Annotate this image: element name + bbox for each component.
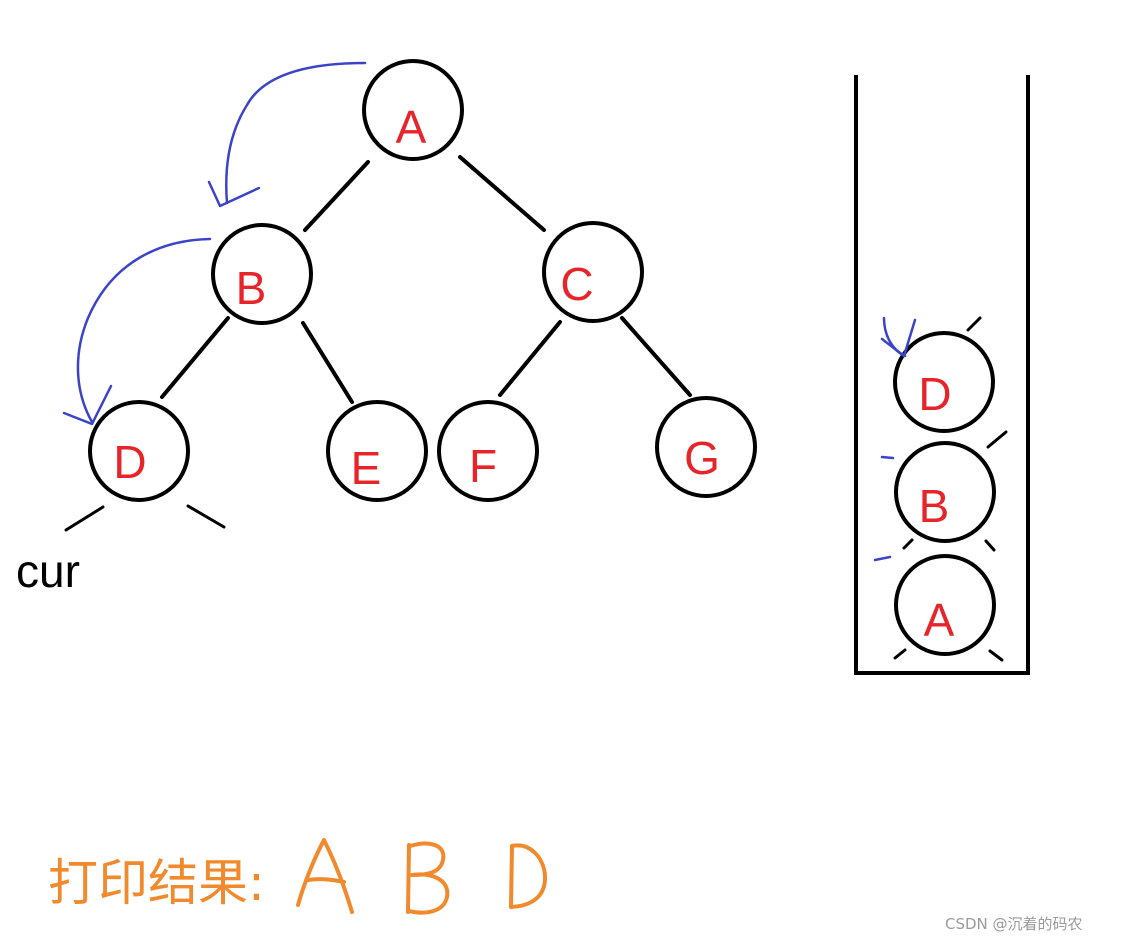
print-result-label: 打印结果: (48, 854, 265, 912)
node-circle (88, 400, 190, 502)
tree-node-a: A (362, 59, 464, 161)
edge-b-d (160, 316, 230, 399)
watermark: CSDN @沉着的码农 (945, 915, 1083, 933)
d-left-stub (64, 505, 105, 532)
arrow-a-to-b (225, 61, 367, 205)
stack-item-label: D (918, 368, 951, 420)
result-letter-a (296, 838, 354, 914)
stack-item-circle (894, 441, 996, 543)
node-circle (542, 221, 644, 323)
stack: D B A (854, 75, 1030, 675)
stack-tick (988, 649, 1004, 662)
stack-tick (893, 648, 907, 660)
tree-node-b: B (211, 223, 313, 325)
print-result: 打印结果: (48, 838, 548, 915)
node-circle (655, 396, 757, 498)
node-label: B (236, 262, 267, 314)
stack-item-circle (893, 331, 995, 433)
stack-tick (986, 430, 1008, 449)
node-circle (211, 223, 313, 325)
stack-walls (854, 75, 1030, 675)
stack-item-label: B (919, 480, 950, 532)
edge-c-f (498, 320, 562, 397)
edge-b-e (301, 321, 354, 404)
node-circle (326, 400, 428, 502)
push-arrow-icon (882, 316, 907, 358)
result-letter-b (406, 841, 450, 915)
stack-tick (966, 316, 982, 332)
stack-item-bottom: A (893, 554, 1004, 662)
stack-item-label: A (924, 594, 955, 646)
tree-node-e: E (326, 400, 428, 502)
stack-tick (984, 539, 996, 552)
node-label: G (684, 432, 720, 484)
arrow-b-to-d (76, 237, 212, 424)
result-letter-d (509, 843, 548, 909)
arrow-b-to-d-head (62, 384, 113, 426)
push-mark (880, 455, 895, 460)
stack-tick (902, 538, 914, 550)
arrow-a-to-b-head (207, 180, 261, 208)
tree-node-f: F (437, 400, 539, 502)
node-label: E (351, 442, 382, 494)
stack-item-middle: B (894, 430, 1008, 552)
node-label: D (113, 436, 146, 488)
traversal-arrows (62, 61, 367, 426)
stack-item-circle (894, 554, 996, 656)
node-label: A (396, 101, 427, 153)
d-right-stub (186, 504, 226, 529)
node-circle (437, 400, 539, 502)
edge-a-b (303, 160, 370, 232)
tree-node-g: G (655, 396, 757, 498)
node-label: C (560, 258, 593, 310)
tree-node-d: D (88, 400, 190, 502)
push-arrow-head (880, 318, 917, 358)
node-circle (362, 59, 464, 161)
cur-pointer-label: cur (16, 545, 80, 597)
edge-a-c (458, 155, 546, 232)
d-null-stubs (64, 504, 226, 532)
tree-node-c: C (542, 221, 644, 323)
tree-edges (160, 155, 692, 404)
push-mark (873, 555, 892, 562)
stack-item-top: D (893, 316, 995, 433)
node-label: F (469, 440, 497, 492)
edge-c-g (620, 316, 692, 397)
